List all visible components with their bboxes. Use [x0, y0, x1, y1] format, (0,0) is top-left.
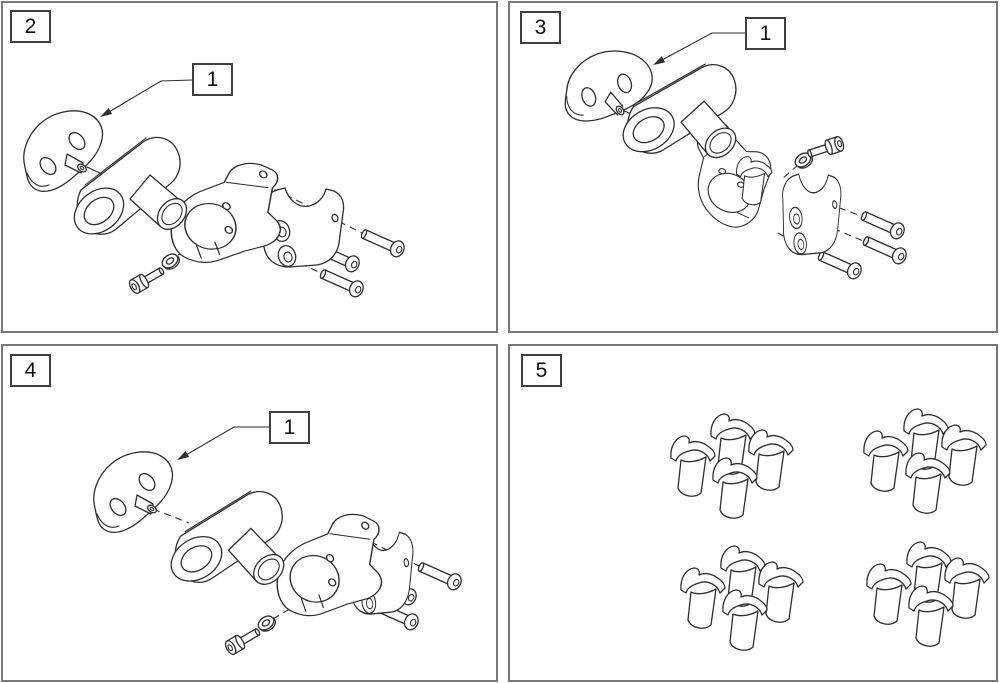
- pin-alignment-dashes: [152, 508, 190, 524]
- callout-leader-line: [108, 79, 193, 113]
- leader-arrowhead-icon: [177, 451, 190, 460]
- saddle-insert-set-2: [864, 409, 986, 513]
- button-screw: [415, 558, 465, 593]
- callout-label: 1: [759, 22, 772, 45]
- panel-number: 2: [24, 15, 37, 38]
- mount-plate-with-pin: [93, 451, 174, 534]
- callout-1-box: 1: [192, 63, 233, 96]
- callout-leader-line: [661, 32, 746, 61]
- panel-4: 4 1: [1, 344, 498, 682]
- clamp-saddle: [781, 173, 842, 257]
- button-screw: [860, 232, 910, 267]
- panel-number-badge: 5: [521, 354, 562, 387]
- mount-plate-with-pin: [23, 110, 104, 193]
- socket-head-screw: [222, 624, 264, 657]
- panel-3-exploded-view-drawing: [556, 32, 910, 282]
- callout-1-box: 1: [745, 17, 786, 50]
- panel-number: 3: [534, 16, 547, 39]
- panel-number: 5: [535, 359, 548, 382]
- button-screw: [317, 265, 367, 300]
- leader-arrowhead-icon: [100, 108, 113, 117]
- panel-2: 2 1: [1, 1, 498, 333]
- callout-label: 1: [206, 68, 219, 91]
- panel-2-exploded-view-drawing: [23, 79, 408, 300]
- callout-label: 1: [283, 416, 296, 439]
- leader-arrowhead-icon: [653, 56, 666, 65]
- panel-number-badge: 4: [10, 354, 51, 387]
- callout-leader-line: [185, 426, 270, 456]
- panel-5-inserts-drawing: [510, 346, 996, 680]
- saddle-insert-set-4: [867, 542, 989, 646]
- saddle-insert-set-1: [671, 414, 793, 518]
- button-screw: [358, 225, 408, 260]
- panel-4-exploded-view-drawing: [93, 426, 465, 657]
- panel-number: 4: [24, 359, 37, 382]
- callout-1-box: 1: [269, 411, 310, 444]
- panel-5: 5: [508, 344, 998, 682]
- socket-head-screw: [126, 263, 168, 296]
- panel-number-badge: 3: [520, 11, 561, 44]
- button-screw: [858, 207, 908, 242]
- panel-3: 3 1: [508, 1, 998, 333]
- panel-number-badge: 2: [10, 10, 51, 43]
- saddle-insert-set-3: [681, 546, 803, 650]
